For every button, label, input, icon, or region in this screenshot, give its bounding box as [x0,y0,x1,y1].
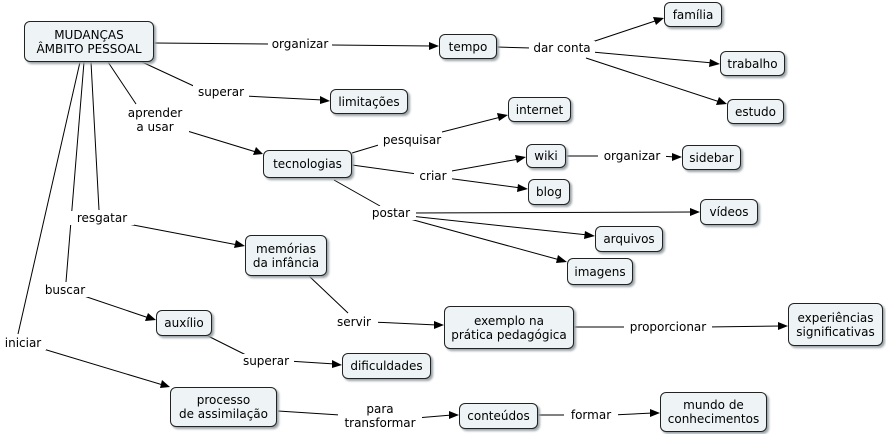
connector [351,164,418,175]
concept-limitacoes[interactable]: limitações [330,89,408,114]
concept-processo[interactable]: processo de assimilação [170,387,277,427]
concept-mudancas[interactable]: MUDANÇAS ÂMBITO PESSOAL [24,21,154,62]
connector [17,61,81,335]
connector [441,116,502,133]
connector [287,360,336,365]
arrowhead [497,113,508,121]
link-pesquisar: pesquisar [378,133,446,147]
connector [153,42,269,45]
link-servir: servir [330,315,378,329]
connector [127,223,239,246]
link-buscar: buscar [40,283,90,297]
arrowhead [672,153,682,161]
connector [141,61,199,89]
link-dar-conta: dar conta [529,41,595,55]
concept-internet[interactable]: internet [508,97,571,122]
concept-experiencias[interactable]: experiências significativas [788,303,883,346]
concept-imagens[interactable]: imagens [567,258,633,285]
link-iniciar: iniciar [0,336,46,350]
connector [591,51,714,64]
link-organizar: organizar [268,37,332,51]
arrowhead [716,97,727,105]
connector [445,158,520,173]
arrowhead [145,313,156,321]
arrowhead [449,411,459,419]
link-criar: criar [414,169,452,183]
concept-conteudos[interactable]: conteúdos [459,403,538,429]
connector [65,61,85,283]
link-formar: formar [564,408,618,422]
arrowhead [320,96,330,104]
arrowhead [517,184,528,192]
connector [333,179,381,207]
connector [331,44,433,47]
arrowhead [650,409,660,417]
arrowhead [778,322,788,330]
concept-sidebar[interactable]: sidebar [682,145,741,170]
connector [371,321,438,326]
connector [351,143,383,154]
arrowhead [515,155,526,163]
connector [591,19,659,43]
arrowhead [556,255,567,263]
concept-videos[interactable]: vídeos [700,199,758,225]
link-para-transformar: para transformar [338,402,422,430]
arrowhead [160,380,170,388]
link-superar: superar [193,85,249,99]
connector [107,61,137,105]
connector [409,218,561,261]
link-resgatar: resgatar [70,211,134,225]
connector [277,410,341,416]
connector [585,57,721,103]
connector [308,275,349,314]
concept-estudo[interactable]: estudo [727,99,784,124]
connector [207,335,247,356]
concept-arquivos[interactable]: arquivos [595,226,663,252]
arrowhead [429,42,439,50]
concept-tecnologias[interactable]: tecnologias [263,150,352,178]
connector [39,347,164,386]
connector [496,46,532,49]
concept-dificuldades[interactable]: dificuldades [342,353,431,379]
connector [705,325,782,328]
arrowhead [332,360,342,368]
arrowhead [234,240,245,248]
connector [83,295,150,319]
connector [409,215,589,236]
arrowhead [584,231,595,239]
link-superar-dificuldades: superar [238,354,294,368]
connector [611,412,654,416]
arrowhead [253,147,263,155]
connector [409,211,694,214]
link-proporcionar: proporcionar [624,320,712,334]
concept-familia[interactable]: família [664,2,722,27]
arrowhead [434,321,444,329]
concept-tempo[interactable]: tempo [439,34,497,59]
concept-memorias[interactable]: memórias da infância [245,235,327,276]
link-postar: postar [366,206,416,220]
arrowhead [653,17,664,25]
arrowhead [709,59,720,67]
link-organizar-wiki: organizar [598,149,666,163]
concept-mundo[interactable]: mundo de conhecimentos [660,392,767,432]
arrowhead [690,208,700,216]
concept-exemplo[interactable]: exemplo na prática pedagógica [444,306,574,349]
link-aprender-a-usar: aprender a usar [121,106,189,134]
connector [445,177,522,189]
concept-trabalho[interactable]: trabalho [720,51,785,76]
connector [90,61,100,211]
connector [183,129,257,153]
connector [243,95,324,101]
connector [415,414,453,419]
concept-auxilio[interactable]: auxílio [156,310,212,336]
concept-wiki[interactable]: wiki [526,144,566,168]
concept-blog[interactable]: blog [528,179,570,205]
